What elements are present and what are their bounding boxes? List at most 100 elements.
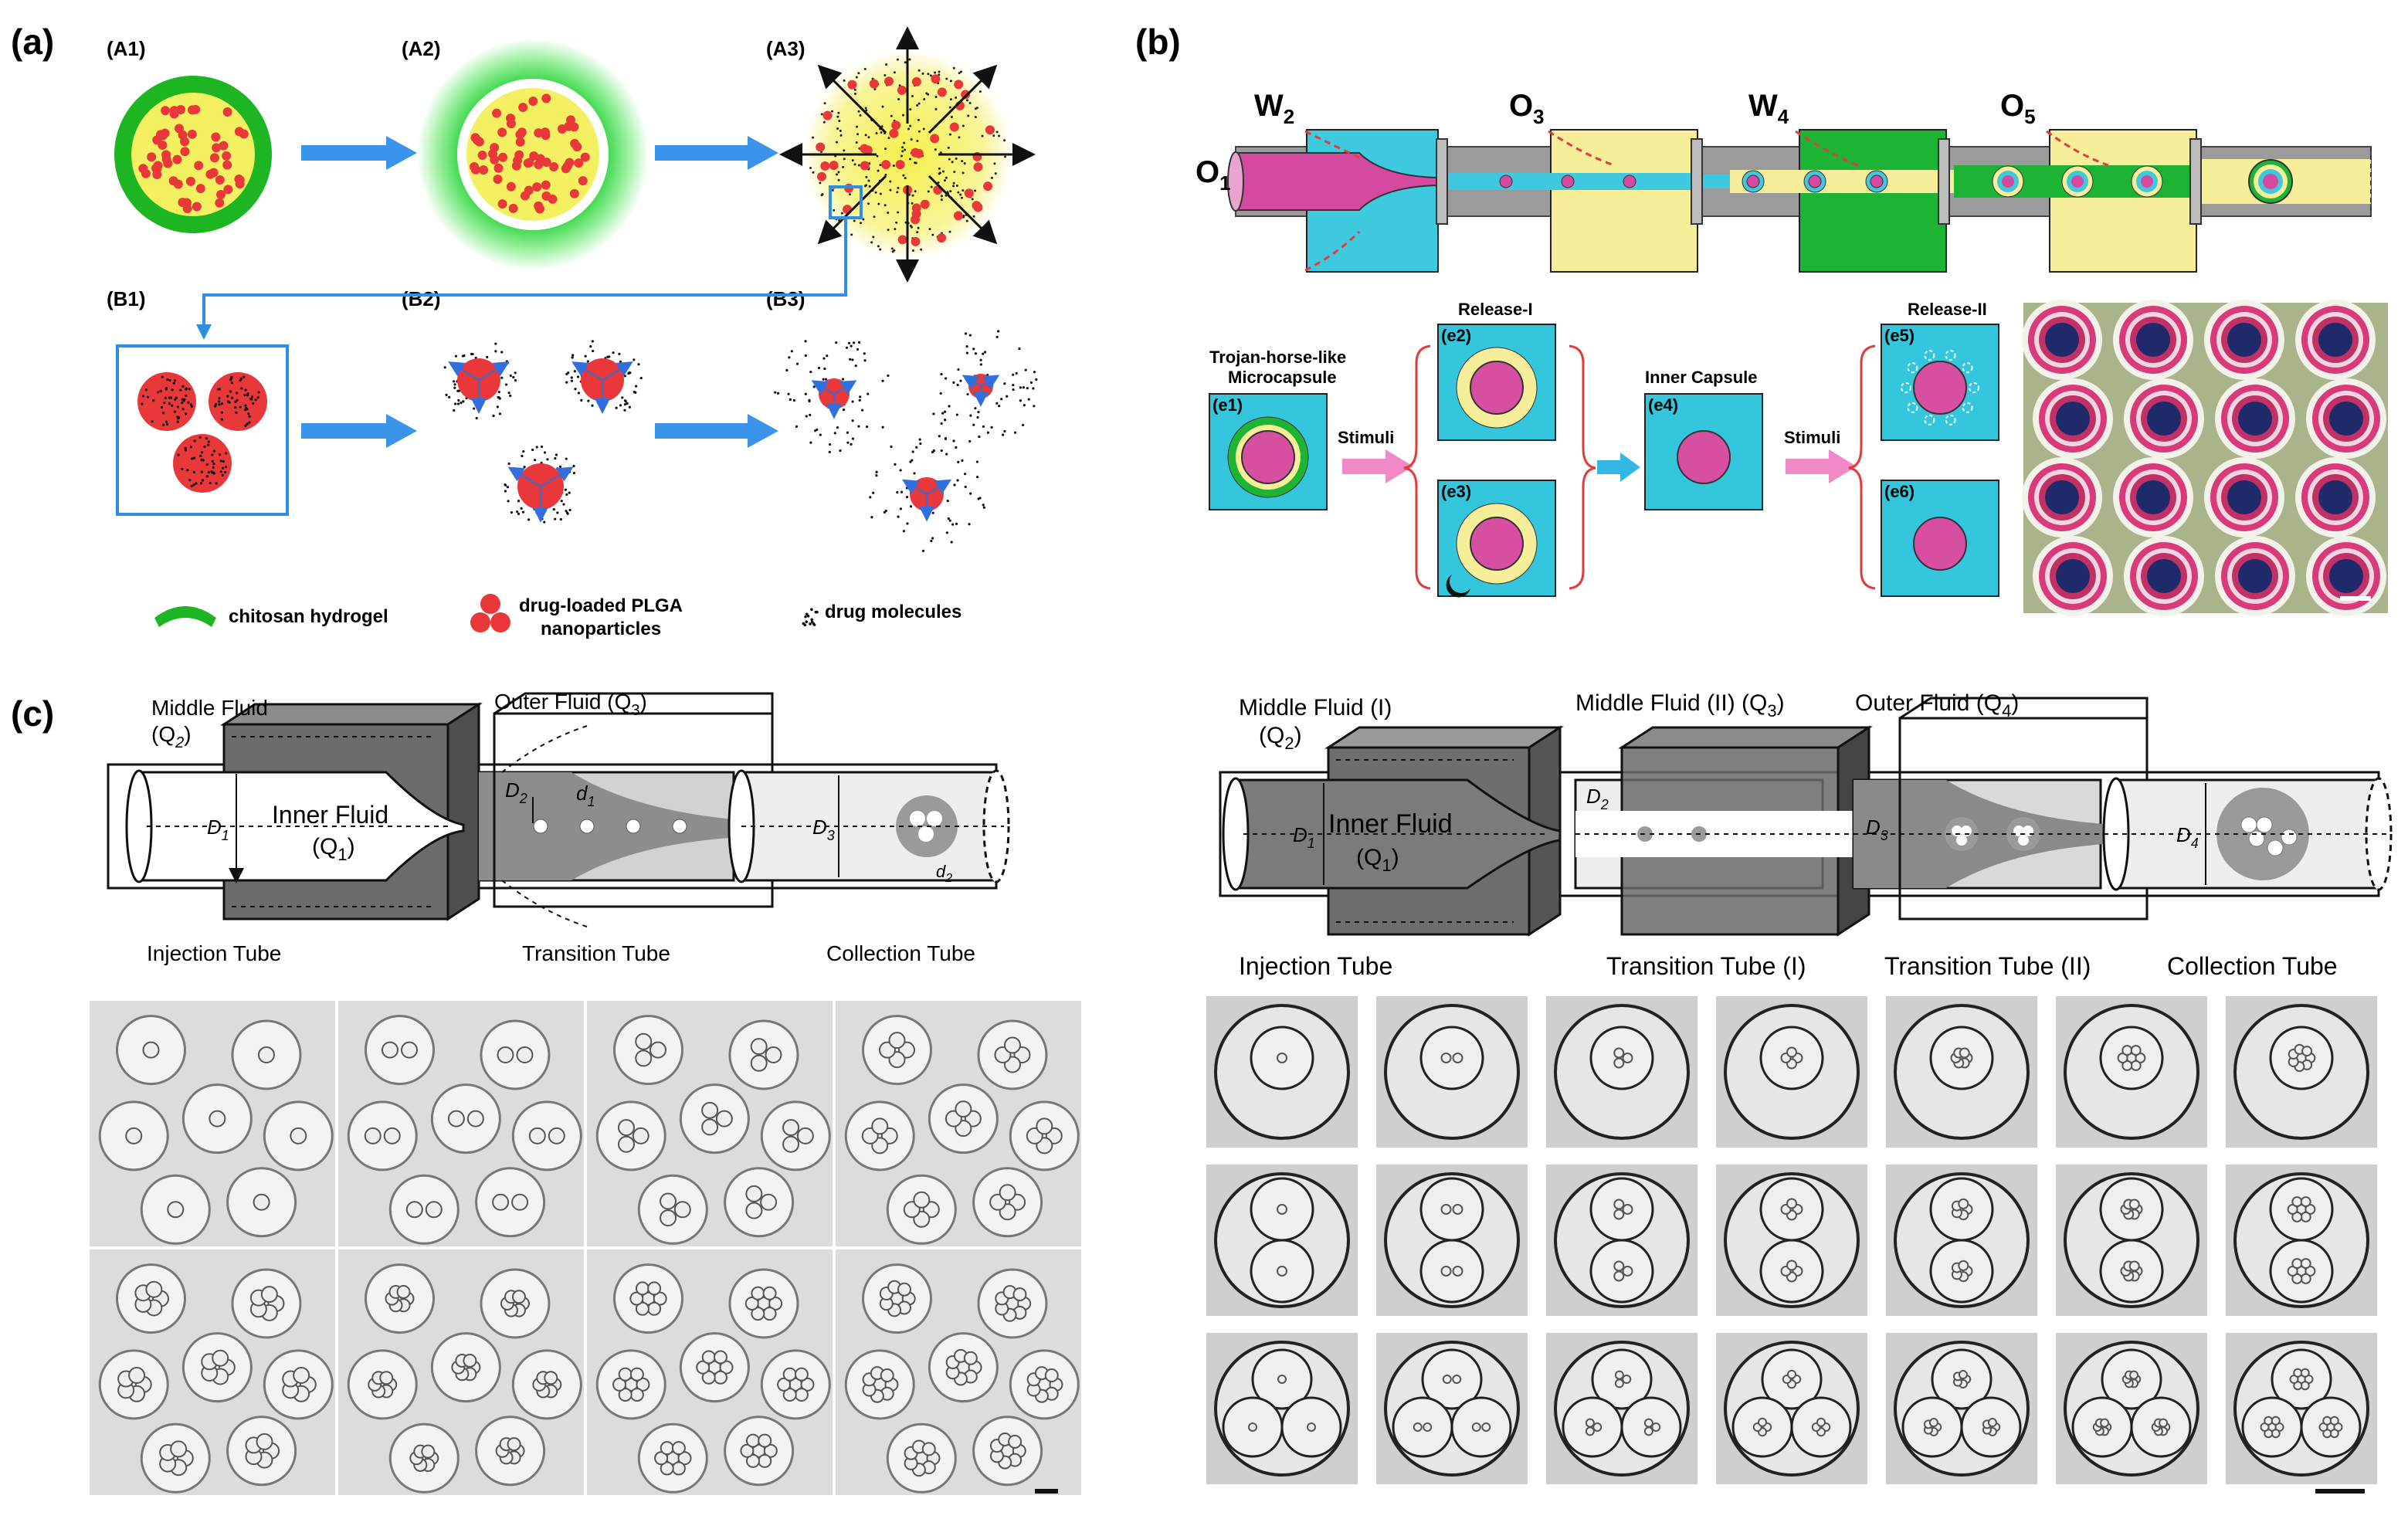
nanoparticle	[185, 176, 195, 186]
emulsion-droplet	[511, 1349, 582, 1420]
nanoparticle	[517, 127, 527, 137]
svg-text:O1: O1	[1196, 155, 1231, 195]
nanoparticle	[493, 175, 503, 185]
nanoparticle	[565, 158, 575, 168]
nanoparticle	[234, 127, 244, 137]
svg-text:D2: D2	[505, 778, 527, 806]
dimension-right-d3: D3	[1866, 815, 1888, 843]
svg-text:D2: D2	[1586, 785, 1609, 812]
micrograph-tile	[836, 1249, 1081, 1495]
nanoparticle	[954, 80, 964, 90]
nanoparticle	[891, 120, 901, 131]
nanoparticle	[816, 142, 826, 152]
micrograph-tile	[1886, 1333, 2037, 1484]
inner-fluid-right-label: Inner Fluid	[1328, 809, 1453, 839]
nanoparticle	[173, 434, 232, 493]
right-micrograph-grid	[1206, 996, 2377, 1484]
nanoparticle	[574, 158, 584, 168]
nanoparticle	[187, 129, 197, 139]
emulsion-droplet	[181, 1332, 253, 1403]
box-label: (e2)	[1441, 326, 1471, 345]
brace	[1403, 344, 1431, 590]
emulsion-droplet	[347, 1100, 418, 1171]
micrograph-tile	[1546, 1165, 1697, 1316]
nanoparticle	[911, 236, 921, 246]
nanoparticle	[541, 180, 551, 190]
nanoparticle	[860, 161, 870, 171]
box-label: (e4)	[1648, 395, 1678, 415]
micrograph-tile	[1716, 1333, 1867, 1484]
panel-a-label: (a)	[11, 22, 54, 62]
droplet	[533, 819, 548, 834]
release-stage-box: (e5)	[1881, 324, 1999, 441]
sublabel-b2: (B2)	[402, 287, 441, 310]
nanoparticle	[964, 188, 974, 198]
nanoparticle	[930, 134, 940, 144]
release-stage-box: (e2)	[1437, 324, 1556, 441]
nanoparticle	[847, 80, 857, 90]
panel-a: (a) (A1) (A2) (A3) (B1) (B2) (B3)	[11, 22, 1038, 639]
nanoparticle	[541, 93, 551, 103]
nanoparticle	[195, 184, 205, 194]
process-arrow	[655, 136, 778, 170]
nanoparticle	[817, 171, 827, 181]
emulsion-droplet	[844, 1100, 915, 1171]
svg-text:D1: D1	[1293, 823, 1315, 851]
panel-c-label: (c)	[11, 693, 54, 734]
nanoparticle	[506, 119, 516, 129]
release-stage-box: (e6)	[1881, 480, 1999, 597]
nanoparticle	[532, 182, 542, 192]
sublabel-b3: (B3)	[766, 287, 805, 310]
q2-right-label: (Q2)	[1259, 723, 1302, 753]
emulsion-droplet	[430, 1332, 501, 1403]
svg-text:d1: d1	[576, 782, 595, 809]
transition-tube-1-label: Transition Tube (I)	[1606, 952, 1806, 980]
nanoparticle	[175, 124, 185, 134]
nanoparticle	[518, 102, 528, 112]
svg-text:O5: O5	[2000, 89, 2036, 128]
nanoparticle	[506, 181, 516, 192]
nanoparticle	[820, 161, 830, 171]
nanoparticle	[219, 141, 229, 151]
nanoparticle	[863, 145, 873, 155]
moon-icon	[1446, 575, 1470, 598]
emulsion-droplet	[595, 1100, 666, 1171]
nanoparticle	[515, 137, 525, 147]
emulsion-droplet	[928, 1083, 999, 1155]
emulsion-droplet	[613, 1015, 683, 1086]
nanoparticle	[205, 169, 215, 179]
svg-text:O3: O3	[1509, 89, 1545, 128]
nanoparticle	[937, 87, 947, 97]
emulsion-droplet	[140, 1422, 211, 1494]
droplet	[2071, 175, 2084, 188]
micrograph-tile	[1716, 1165, 1867, 1316]
nanoparticle	[920, 199, 930, 209]
nanoparticle	[897, 85, 907, 95]
emulsion-droplet	[365, 1015, 435, 1086]
emulsion-droplet	[430, 1083, 501, 1155]
droplet	[2002, 175, 2014, 188]
nanoparticle	[889, 128, 899, 138]
legend-pla-line2: nanoparticles	[541, 619, 661, 639]
micrograph-tile	[90, 1249, 335, 1495]
nanoparticle	[881, 160, 891, 170]
micrograph-tile	[1206, 996, 1358, 1148]
dimension-d1-small: d1	[576, 782, 595, 809]
micrograph-tile	[2226, 1333, 2377, 1484]
micrograph-tile	[338, 1249, 584, 1495]
nanoparticle	[497, 127, 507, 137]
emulsion-droplet	[480, 1019, 551, 1090]
nanoparticle	[215, 175, 225, 185]
swollen-bead-a2	[417, 39, 649, 270]
brace	[1848, 344, 1876, 590]
dimension-d3: D3	[812, 775, 839, 877]
nanoparticle	[173, 179, 183, 189]
injection-tube-label: Injection Tube	[147, 941, 281, 965]
nanoparticle	[985, 125, 995, 135]
phase-label-w2: W2	[1254, 89, 1294, 128]
degraded-nanoparticles-b3	[774, 330, 1038, 552]
nanoparticle	[192, 202, 202, 212]
nanoparticle	[222, 107, 232, 117]
panel-b: (b)	[1135, 22, 2388, 616]
emulsion-droplet	[637, 1174, 708, 1245]
